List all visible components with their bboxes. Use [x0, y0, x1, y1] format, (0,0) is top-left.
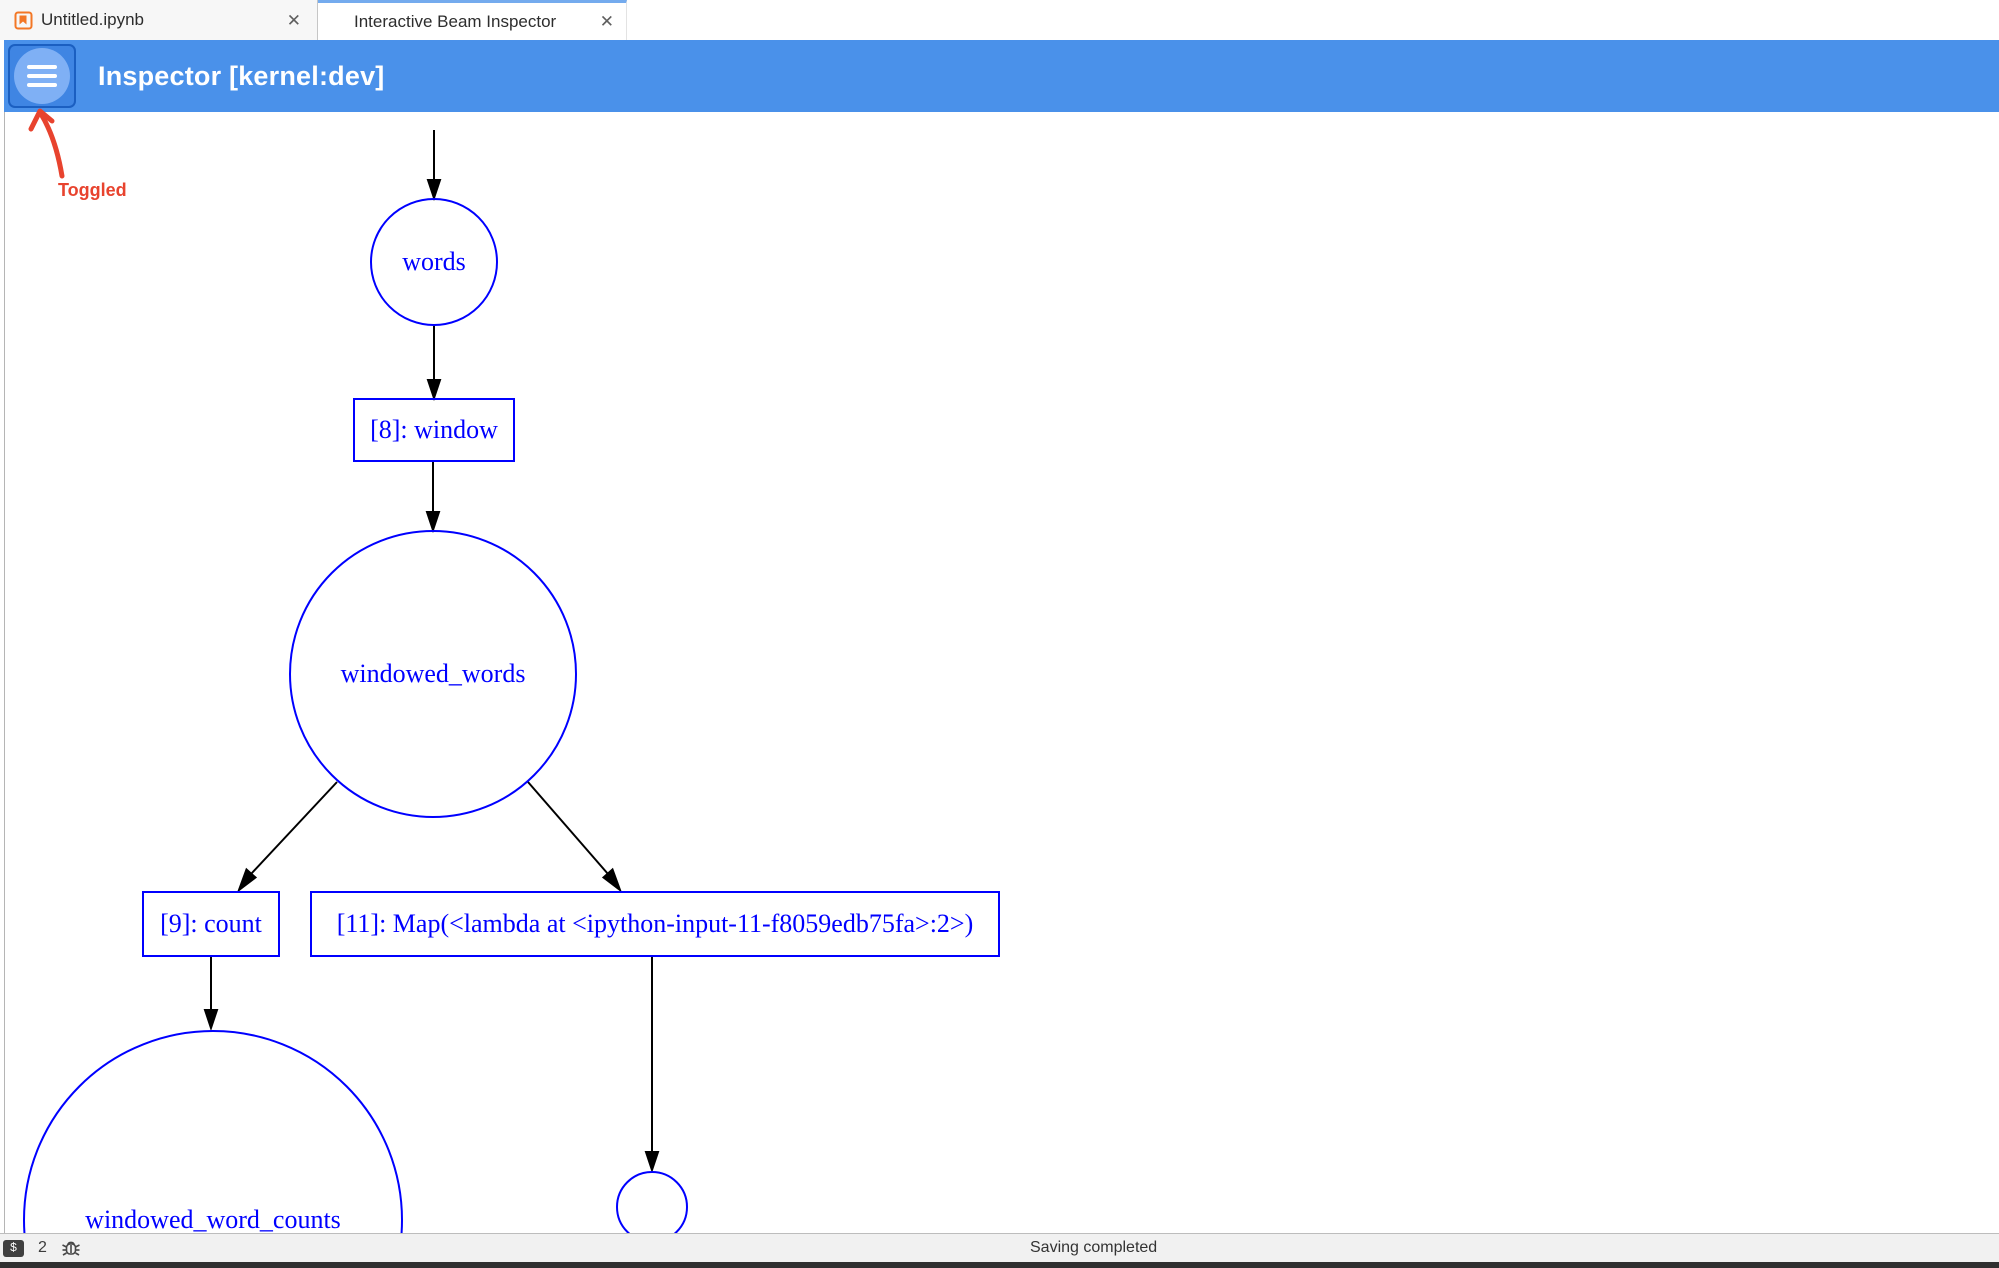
- tab-interactive-beam-inspector[interactable]: Interactive Beam Inspector ✕: [318, 0, 627, 40]
- tab-label: Untitled.ipynb: [41, 10, 145, 29]
- status-message: Saving completed: [1030, 1239, 1158, 1256]
- node-label: windowed_words: [340, 659, 526, 688]
- menu-toggle-button[interactable]: [8, 44, 76, 108]
- kernel-count: 2: [38, 1239, 47, 1256]
- close-icon[interactable]: ✕: [286, 10, 301, 30]
- inspector-header: Inspector [kernel:dev]: [4, 40, 1999, 112]
- tab-untitled-ipynb[interactable]: Untitled.ipynb ✕: [0, 0, 318, 40]
- graph-node-count[interactable]: [9]: count: [142, 891, 280, 957]
- graph-node-unnamed-output[interactable]: [616, 1171, 688, 1233]
- graph-node-map-lambda[interactable]: [11]: Map(<lambda at <ipython-input-11-f…: [310, 891, 1000, 957]
- window-bottom-edge: [0, 1262, 1999, 1268]
- close-icon[interactable]: ✕: [599, 12, 614, 31]
- tab-label: Interactive Beam Inspector: [354, 11, 557, 31]
- graph-node-words[interactable]: words: [370, 198, 498, 326]
- terminals-kernels-indicator[interactable]: $ 2: [0, 1238, 81, 1258]
- bug-icon[interactable]: [61, 1238, 81, 1258]
- node-label: words: [402, 247, 466, 276]
- pipeline-graph-canvas: words [8]: window windowed_words [9]: co…: [4, 112, 1999, 1233]
- graph-edges: [203, 130, 660, 1174]
- hamburger-icon: [14, 48, 70, 104]
- node-label: [11]: Map(<lambda at <ipython-input-11-f…: [336, 909, 974, 938]
- node-label: [9]: count: [160, 909, 262, 938]
- node-label: windowed_word_counts: [85, 1205, 341, 1233]
- graph-node-window[interactable]: [8]: window: [353, 398, 515, 462]
- tab-bar: Untitled.ipynb ✕ Interactive Beam Inspec…: [0, 0, 1999, 40]
- node-label: [8]: window: [370, 415, 498, 444]
- notebook-icon: [14, 11, 33, 30]
- page-title: Inspector [kernel:dev]: [98, 61, 385, 91]
- status-bar: $ 2 Saving completed: [0, 1233, 1999, 1262]
- terminal-icon[interactable]: $: [3, 1239, 24, 1257]
- graph-node-windowed-words[interactable]: windowed_words: [289, 530, 577, 818]
